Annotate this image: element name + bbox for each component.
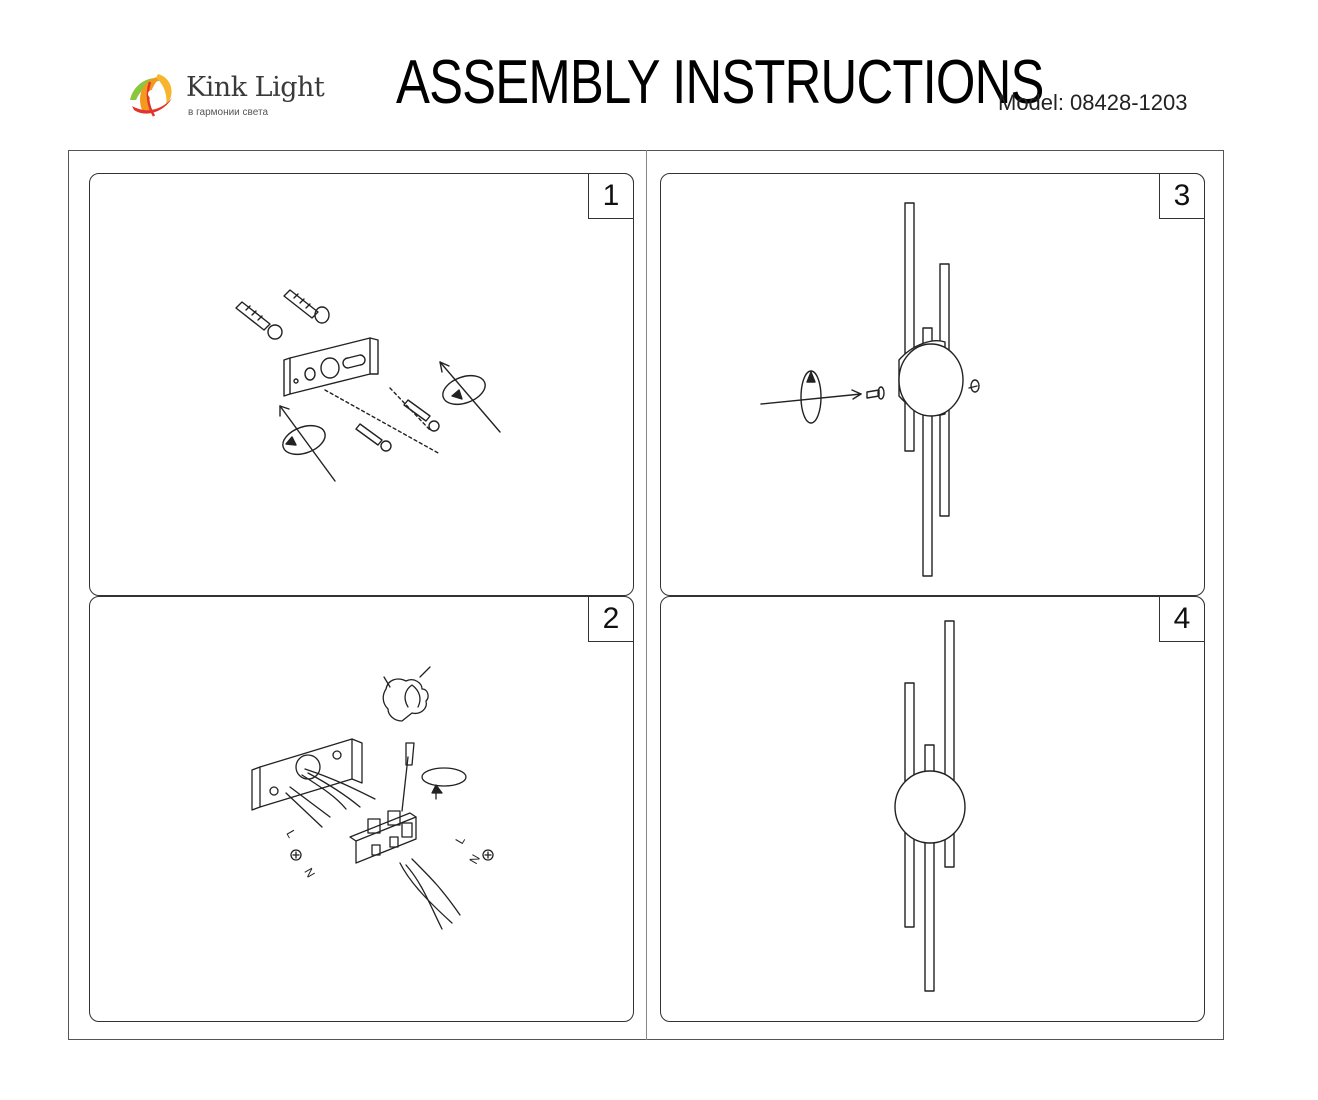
screwdriver-icon bbox=[401, 684, 421, 812]
document-header: Kink Light в гармонии света ASSEMBLY INS… bbox=[0, 0, 1318, 140]
screw-icon bbox=[324, 387, 441, 455]
frame-divider bbox=[646, 150, 647, 1040]
step-number-3: 3 bbox=[1159, 173, 1205, 219]
step-number-2: 2 bbox=[588, 596, 634, 642]
brand-name: Kink Light bbox=[186, 72, 325, 103]
rotate-arrow-icon bbox=[279, 361, 501, 482]
step-2-panel: 2 bbox=[89, 596, 634, 1022]
hand-icon bbox=[382, 666, 431, 722]
step-1-panel: 1 bbox=[89, 173, 634, 596]
step-2-illustration: L N L N bbox=[251, 666, 494, 930]
wire-label-icon: L N L N bbox=[283, 828, 494, 881]
wire-bundle-icon bbox=[399, 858, 461, 930]
terminal-block-icon bbox=[349, 810, 417, 864]
rotate-arrow-icon bbox=[421, 767, 467, 800]
wire-bundle-icon bbox=[285, 768, 376, 828]
brand-logo: Kink Light в гармонии света bbox=[122, 66, 325, 126]
brand-tagline: в гармонии света bbox=[188, 107, 269, 118]
model-number: 08428-1203 bbox=[1070, 90, 1188, 115]
wire-label-neutral-left: N bbox=[301, 866, 317, 881]
wire-label-neutral-right: N bbox=[466, 852, 482, 867]
wall-anchor-icon bbox=[235, 289, 330, 340]
step-4-panel: 4 bbox=[660, 596, 1205, 1022]
mounting-bracket-icon bbox=[283, 337, 379, 397]
step-number-4: 4 bbox=[1159, 596, 1205, 642]
wire-label-live-right: L bbox=[452, 833, 468, 846]
step-4-illustration bbox=[894, 620, 966, 992]
model-label: Model: bbox=[998, 90, 1065, 115]
step-3-panel: 3 bbox=[660, 173, 1205, 596]
screw-icon bbox=[866, 379, 980, 400]
rotate-arrow-icon bbox=[760, 370, 862, 424]
fixture-base-icon bbox=[898, 340, 964, 417]
brand-logo-icon bbox=[130, 74, 172, 117]
step-1-illustration bbox=[235, 289, 501, 482]
fixture-base-icon bbox=[894, 770, 966, 844]
model-info: Model:08428-1203 bbox=[998, 90, 1188, 116]
step-3-illustration bbox=[760, 202, 980, 577]
step-number-1: 1 bbox=[588, 173, 634, 219]
document-title: ASSEMBLY INSTRUCTIONS bbox=[396, 48, 1044, 117]
wire-label-live-left: L bbox=[283, 828, 299, 841]
